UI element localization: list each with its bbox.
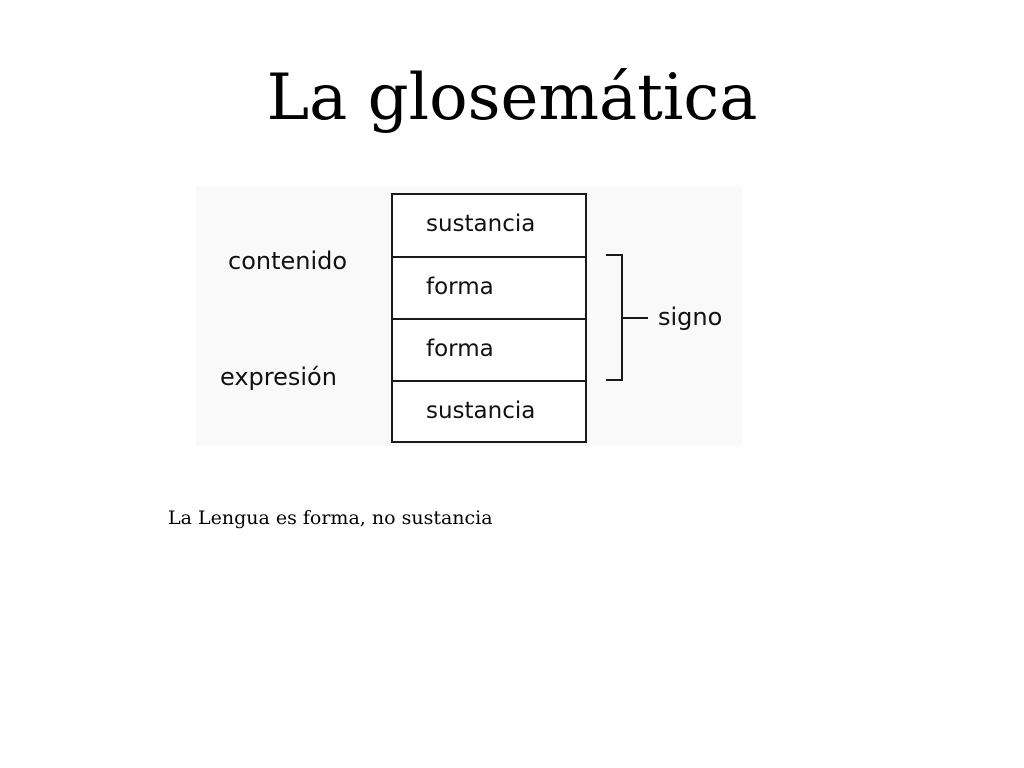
cell-box-sustancia-bottom — [391, 380, 587, 443]
cell-box-sustancia-top — [391, 193, 587, 258]
label-expresion: expresión — [220, 363, 337, 391]
slide-caption: La Lengua es forma, no sustancia — [168, 507, 493, 529]
diagram-lines — [391, 193, 648, 443]
label-signo: signo — [658, 303, 723, 331]
label-contenido: contenido — [228, 247, 348, 275]
cell-label-forma-top: forma — [426, 274, 494, 300]
cell-label-sustancia-bottom: sustancia — [426, 398, 536, 424]
cell-box-forma-bottom — [391, 318, 587, 382]
signo-bracket — [606, 254, 623, 381]
slide-title: La glosemática — [266, 61, 758, 135]
cell-label-sustancia-top: sustancia — [426, 211, 536, 237]
cell-box-forma-top — [391, 256, 587, 320]
glossematics-diagram: contenido expresión sustancia forma form… — [196, 186, 742, 446]
cell-label-forma-bottom: forma — [426, 336, 494, 362]
